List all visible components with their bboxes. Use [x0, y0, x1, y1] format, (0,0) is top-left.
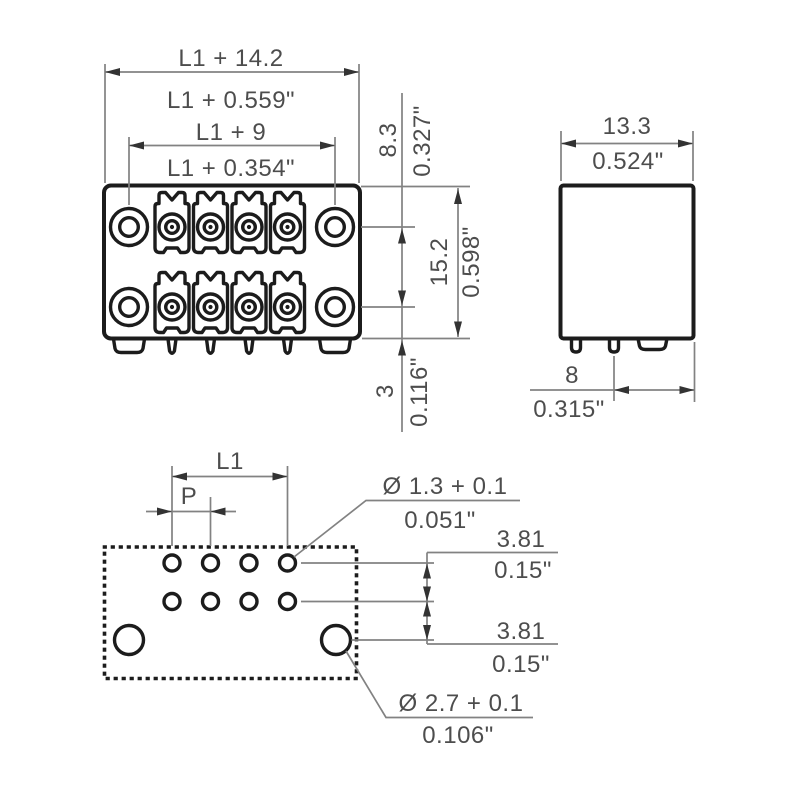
mounting-bushing [314, 286, 356, 328]
housing-outline [102, 183, 362, 341]
dim-label-mm: L1 + 9 [196, 119, 266, 146]
dim-label-inch: 0.116" [406, 357, 433, 427]
dim-label-inch: 0.15" [492, 651, 550, 678]
dim-label-inch: 0.315" [533, 396, 605, 423]
arrowhead [129, 141, 144, 150]
side-connector-body [558, 183, 696, 354]
dim-label-inch: L1 + 0.559" [167, 87, 295, 114]
mounting-foot [317, 337, 353, 355]
callout-large-hole: Ø 2.7 + 0.1 0.106" [345, 650, 533, 749]
arrowhead [454, 321, 462, 337]
arrowhead [679, 386, 695, 394]
dim-footprint-row-gaps: 3.81 0.15" 3.81 0.15" [301, 526, 558, 678]
pin-hole [162, 591, 182, 612]
mounting-bushing [314, 206, 356, 248]
arrowhead [272, 472, 288, 481]
pin-hole [277, 591, 298, 612]
dim-label-mm: L1 + 14.2 [178, 45, 283, 72]
arrowhead [561, 139, 576, 148]
dim-side-pin-to-edge: 8 0.315" [530, 342, 696, 423]
mounting-bushing [108, 206, 150, 248]
dim-label-inch: 0.598" [458, 226, 485, 298]
dim-footprint-l1: L1 [171, 448, 289, 546]
terminal-contact [230, 190, 268, 255]
leader-line [293, 499, 520, 558]
terminal-contact [153, 190, 191, 255]
hole-diameter-mm: Ø 1.3 + 0.1 [383, 473, 508, 500]
pin-hole [200, 591, 221, 612]
arrowhead [454, 189, 462, 204]
solder-pin [166, 337, 178, 355]
callout-small-hole: Ø 1.3 + 0.1 0.051" [293, 473, 520, 558]
dim-label-inch: 0.15" [494, 557, 552, 584]
leader-line [345, 650, 533, 719]
mounting-hole [112, 623, 146, 657]
dim-footprint-pitch: P [146, 483, 236, 546]
board-outline-dashed [102, 545, 359, 681]
hole-diameter-inch: 0.106" [422, 722, 494, 749]
mounting-hole [319, 623, 353, 657]
side-view: 13.3 0.524" 8 0.315" [530, 113, 696, 423]
terminal-contact [153, 270, 191, 335]
housing-outline [558, 183, 696, 341]
arrowhead [423, 563, 431, 579]
terminal-contact [268, 270, 307, 335]
arrowhead [320, 141, 335, 150]
terminal-contact [268, 190, 307, 255]
pin-hole [200, 553, 221, 573]
dim-label-inch: L1 + 0.354" [167, 155, 295, 182]
solder-pin [607, 336, 621, 354]
solder-pin [281, 337, 294, 355]
hole-diameter-mm: Ø 2.7 + 0.1 [399, 690, 524, 717]
terminal-contact [191, 190, 230, 255]
arrowhead [398, 340, 406, 356]
pin-hole [277, 553, 298, 573]
pin-hole [162, 553, 182, 573]
front-view: L1 + 14.2 L1 + 0.559" L1 + 9 L1 + 0.354"… [102, 45, 485, 432]
dim-front-row-spacing: 8.3 0.327" [361, 93, 436, 432]
footprint-view: L1 P Ø 1.3 + 0.1 0.051" 3.81 0.1 [102, 448, 558, 749]
dim-label-inch: 0.327" [409, 105, 436, 177]
dim-label: P [181, 483, 198, 510]
solder-pin [243, 337, 255, 355]
mounting-bushing [108, 286, 150, 328]
arrowhead [172, 472, 187, 481]
arrowhead [678, 139, 693, 148]
arrowhead [423, 586, 431, 602]
dim-side-depth: 13.3 0.524" [560, 113, 694, 181]
mounting-foot [111, 337, 147, 355]
dim-front-height: 15.2 0.598" [361, 185, 485, 340]
dim-label-mm: 8 [565, 362, 579, 389]
dim-front-pin-length: 3 0.116" [372, 340, 433, 427]
footprint-outline [102, 545, 359, 681]
dim-front-overall-width: L1 + 14.2 L1 + 0.559" [104, 45, 360, 183]
dim-label-mm: 13.3 [603, 113, 652, 140]
arrowhead [105, 68, 120, 76]
arrowhead [157, 507, 172, 516]
solder-pin [569, 336, 583, 354]
arrowhead [614, 386, 629, 394]
arrowhead [398, 290, 406, 306]
dim-label-inch: 0.524" [592, 148, 664, 175]
pin-hole [239, 553, 259, 573]
dim-front-inner-width: L1 + 9 L1 + 0.354" [128, 119, 336, 205]
terminal-contact [191, 270, 230, 335]
pin-hole [239, 591, 259, 612]
arrowhead [398, 228, 406, 244]
arrowhead [344, 68, 359, 76]
dim-label: L1 [216, 448, 244, 475]
arrowhead [423, 625, 431, 640]
terminal-contact [230, 270, 268, 335]
dim-label-mm: 3.81 [497, 618, 546, 645]
dim-label-mm: 3.81 [497, 526, 546, 553]
dim-label-mm: 15.2 [426, 238, 453, 287]
solder-pin [204, 337, 217, 355]
arrowhead [210, 507, 226, 516]
dim-label-mm: 3 [372, 384, 399, 398]
front-connector-body [102, 183, 362, 355]
arrowhead [423, 601, 431, 617]
dim-label-mm: 8.3 [375, 123, 402, 158]
hole-diameter-inch: 0.051" [404, 507, 476, 534]
